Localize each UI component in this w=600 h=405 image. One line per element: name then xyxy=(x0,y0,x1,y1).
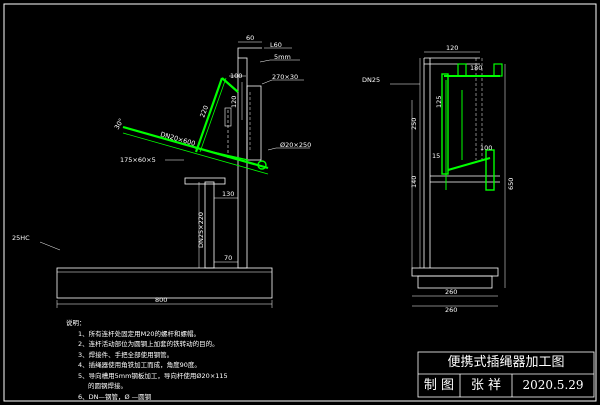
linkage-arm-right xyxy=(441,63,503,191)
dim-130: 130 xyxy=(222,190,234,198)
note-line: 3、焊接件、手把全部使用钢管。 xyxy=(78,350,174,359)
drawing-title: 便携式插绳器加工图 xyxy=(447,355,565,370)
callout-base25: 25HC xyxy=(12,234,30,242)
side-view-labels: 60 100 120 220 30° 130 70 800 L60 5mm 27… xyxy=(12,34,311,304)
dim-100-right: 100 xyxy=(480,144,492,152)
note-line: 1、所有连杆处固定用M20的螺杆和螺帽。 xyxy=(78,329,201,338)
dim-800: 800 xyxy=(155,296,167,304)
dim-220: 220 xyxy=(198,104,210,118)
front-view-labels: 120 180 125 250 15 100 140 650 260 260 D… xyxy=(362,44,515,314)
front-base xyxy=(411,267,499,277)
dim-60: 60 xyxy=(246,34,254,42)
note-line: 的圆钢焊接。 xyxy=(88,382,127,390)
drawing-date: 2020.5.29 xyxy=(522,378,584,392)
dim-120-side: 120 xyxy=(230,96,238,108)
note-line: 5、导向槽用5mm钢板加工，导向杆使用Ø20×115 xyxy=(78,371,228,380)
note-line: 4、插绳器使用角铁加工而成，角度90度。 xyxy=(78,361,201,369)
callout-l60: L60 xyxy=(270,41,282,49)
front-view xyxy=(390,51,506,307)
callout-dn25-right: DN25 xyxy=(362,76,380,84)
callout-dn25-220: DN25×220 xyxy=(197,212,205,248)
drafter-name: 张 祥 xyxy=(470,378,502,393)
drafter-role: 制 图 xyxy=(423,378,455,393)
dim-650: 650 xyxy=(507,178,515,190)
dim-180: 180 xyxy=(470,64,482,72)
note-line: 2、连杆活动部位为圆钢上加套的铁转动的目的。 xyxy=(78,340,219,348)
dim-15: 15 xyxy=(432,152,440,160)
dim-250: 250 xyxy=(410,118,418,130)
linkage-arm-left xyxy=(122,77,269,175)
notes: 说明： 1、所有连杆处固定用M20的螺杆和螺帽。 2、连杆活动部位为圆钢上加套的… xyxy=(66,318,366,402)
guide-box xyxy=(246,85,262,161)
callout-plate5: 5mm xyxy=(274,53,291,61)
column-right xyxy=(237,57,248,269)
dim-30deg: 30° xyxy=(113,117,126,131)
dim-70: 70 xyxy=(224,254,232,262)
column-left xyxy=(204,181,215,269)
title-block xyxy=(417,351,595,398)
notes-title: 说明： xyxy=(66,319,86,327)
dim-120-right: 120 xyxy=(446,44,458,52)
dim-260-b: 260 xyxy=(445,306,457,314)
callout-phi20: Ø20×250 xyxy=(280,141,311,149)
base-block xyxy=(56,267,273,299)
angle-l60 xyxy=(237,47,262,58)
dim-125: 125 xyxy=(435,96,443,108)
sheet-frame xyxy=(3,3,597,402)
dim-100-top: 100 xyxy=(230,72,242,80)
dim-140: 140 xyxy=(410,176,418,188)
note-line: 6、DN—钢管，Ø —圆钢 xyxy=(78,392,152,401)
callout-plate175: 175×60×5 xyxy=(120,156,156,164)
callout-tube270: 270×30 xyxy=(272,73,298,81)
dim-260-a: 260 xyxy=(445,288,457,296)
side-view xyxy=(39,41,310,308)
plate-175 xyxy=(184,177,226,185)
